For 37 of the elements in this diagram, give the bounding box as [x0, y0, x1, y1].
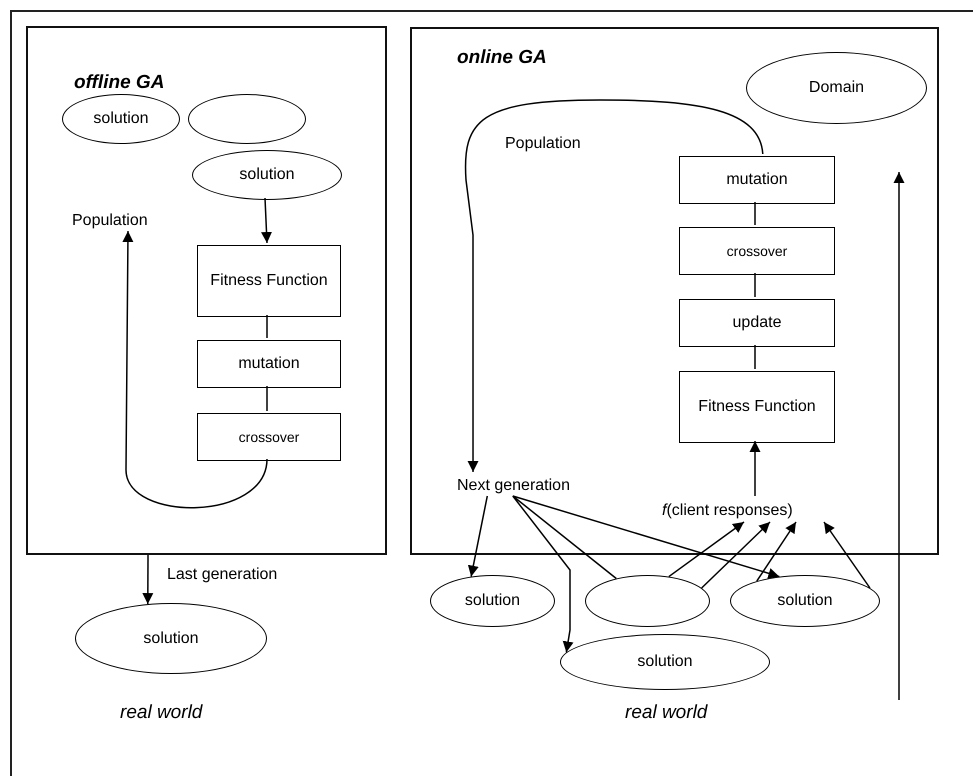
solution-ellipse: solution: [75, 603, 267, 674]
edge-label: Last generation: [165, 566, 280, 584]
solution-ellipse: solution: [192, 150, 342, 200]
panel-heading: offline GA: [74, 72, 164, 94]
arrow: [756, 522, 797, 582]
arrow: [142, 555, 154, 604]
text-label: Population: [505, 135, 581, 153]
panel-heading: online GA: [457, 47, 547, 69]
arrow: [512, 496, 574, 653]
solution-ellipse: solution: [430, 575, 555, 627]
process-box: crossover: [679, 227, 835, 275]
region-label: real world: [625, 702, 708, 724]
solution-ellipse: solution: [62, 94, 180, 144]
arrow: [512, 495, 780, 579]
arrow: [122, 231, 268, 508]
process-box: mutation: [679, 156, 835, 204]
domain-ellipse: Domain: [746, 52, 927, 124]
arrow: [668, 521, 744, 578]
arrow: [464, 99, 764, 472]
node-label: Population: [72, 209, 188, 233]
node-label: f(client responses): [662, 498, 862, 524]
panel: [26, 26, 387, 555]
solution-ellipse: solution: [730, 575, 880, 627]
process-box: crossover: [197, 413, 341, 461]
arrow: [750, 441, 760, 496]
arrow: [701, 521, 771, 589]
arrow: [468, 496, 488, 577]
process-box: update: [679, 299, 835, 347]
region-label: real world: [120, 702, 202, 724]
process-box: mutation: [197, 340, 341, 388]
panel: [410, 27, 939, 555]
arrow: [261, 198, 272, 244]
arrow: [823, 522, 871, 588]
node-label: Next generation: [457, 474, 627, 498]
process-box: Fitness Function: [679, 371, 835, 443]
solution-ellipse: solution: [560, 634, 770, 690]
process-box: Fitness Function: [197, 245, 341, 317]
